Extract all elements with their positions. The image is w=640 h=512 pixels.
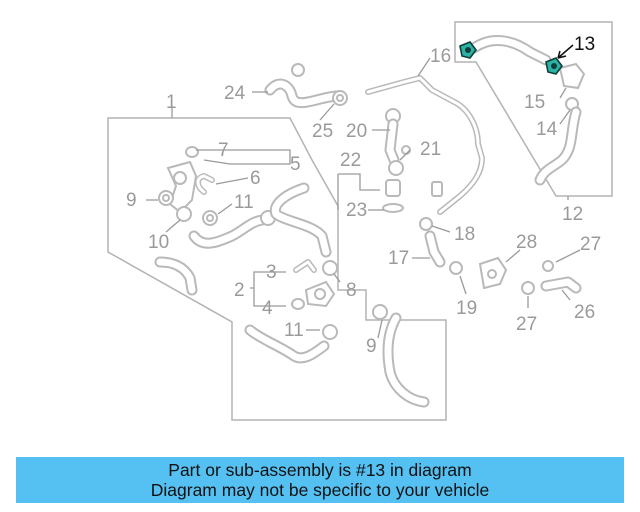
- callout-27-lower: 27: [516, 314, 537, 335]
- callout-11-upper: 11: [234, 192, 254, 213]
- part-18-clamp: [419, 217, 433, 231]
- part-12-lower-hose: [534, 106, 582, 186]
- part-10-clamp: [176, 206, 192, 222]
- hose-long-center: [269, 182, 332, 258]
- callout-25: 25: [312, 121, 333, 142]
- callout-9-upper: 9: [126, 190, 137, 211]
- info-banner: Part or sub-assembly is #13 in diagram D…: [16, 457, 624, 503]
- part-5-housing: [166, 146, 199, 214]
- part-20-21-hose: [384, 108, 411, 176]
- part-2-housing: [304, 280, 336, 308]
- callout-17: 17: [388, 248, 409, 269]
- callout-6: 6: [250, 168, 261, 189]
- part-15-housing: [558, 62, 586, 90]
- callout-1: 1: [166, 92, 177, 113]
- group-frame-12: [454, 21, 613, 197]
- callout-10: 10: [148, 232, 169, 253]
- part-27-clamp: [521, 260, 554, 295]
- callout-16: 16: [430, 46, 451, 67]
- callout-20: 20: [346, 121, 367, 142]
- callout-26: 26: [574, 302, 595, 323]
- part-25-clamp: [332, 90, 348, 106]
- banner-line-1: Part or sub-assembly is #13 in diagram: [168, 460, 472, 480]
- part-24-hose: [264, 63, 342, 109]
- part-3-pipe: [293, 259, 317, 273]
- callout-3: 3: [266, 262, 277, 283]
- callout-7: 7: [218, 140, 229, 161]
- group-frame-1: [107, 117, 447, 421]
- callout-22: 22: [340, 150, 361, 171]
- callout-21: 21: [420, 139, 441, 160]
- parts-diagram: 1 2 3 4 5 6 7 8 9 9 10 11 11 12 13 14 15…: [107, 21, 613, 421]
- part-28-pump: [478, 256, 508, 290]
- banner-line-2: Diagram may not be specific to your vehi…: [150, 480, 490, 500]
- callout-12: 12: [562, 204, 583, 225]
- hose-lower-left: [154, 256, 198, 296]
- callout-19: 19: [456, 298, 477, 319]
- part-11-clamp: [202, 210, 218, 226]
- part-8-clamp: [322, 260, 338, 276]
- hose-bottom-left: [244, 324, 338, 364]
- hose-bottom-right: [372, 304, 430, 408]
- callout-2: 2: [234, 280, 245, 301]
- callout-24: 24: [224, 83, 246, 104]
- callout-8: 8: [346, 280, 357, 301]
- part-17-hose: [424, 230, 446, 268]
- group-frame-22-bracket: [337, 173, 380, 210]
- callout-15: 15: [524, 92, 545, 113]
- callout-4: 4: [262, 298, 273, 319]
- callout-23: 23: [346, 200, 367, 221]
- callout-9-lower: 9: [366, 336, 377, 357]
- callout-13[interactable]: 13: [574, 34, 595, 55]
- callout-18: 18: [454, 224, 475, 245]
- part-13-clamp-highlighted[interactable]: [459, 41, 563, 75]
- callout-28: 28: [516, 232, 537, 253]
- part-6-pipe: [195, 173, 215, 195]
- callout-14: 14: [536, 119, 558, 140]
- part-4-seal: [291, 298, 305, 310]
- part-12-hose: [468, 35, 552, 66]
- part-9-clamp: [158, 190, 174, 206]
- part-16-pipe: [365, 75, 485, 215]
- part-23-thermostat: [382, 179, 404, 213]
- leader-lines: [146, 44, 581, 339]
- part-19-clamp: [449, 261, 463, 275]
- callout-5: 5: [290, 154, 301, 175]
- callout-11-lower: 11: [284, 320, 304, 341]
- callout-27-upper: 27: [580, 234, 601, 255]
- part-26-hose: [540, 276, 582, 294]
